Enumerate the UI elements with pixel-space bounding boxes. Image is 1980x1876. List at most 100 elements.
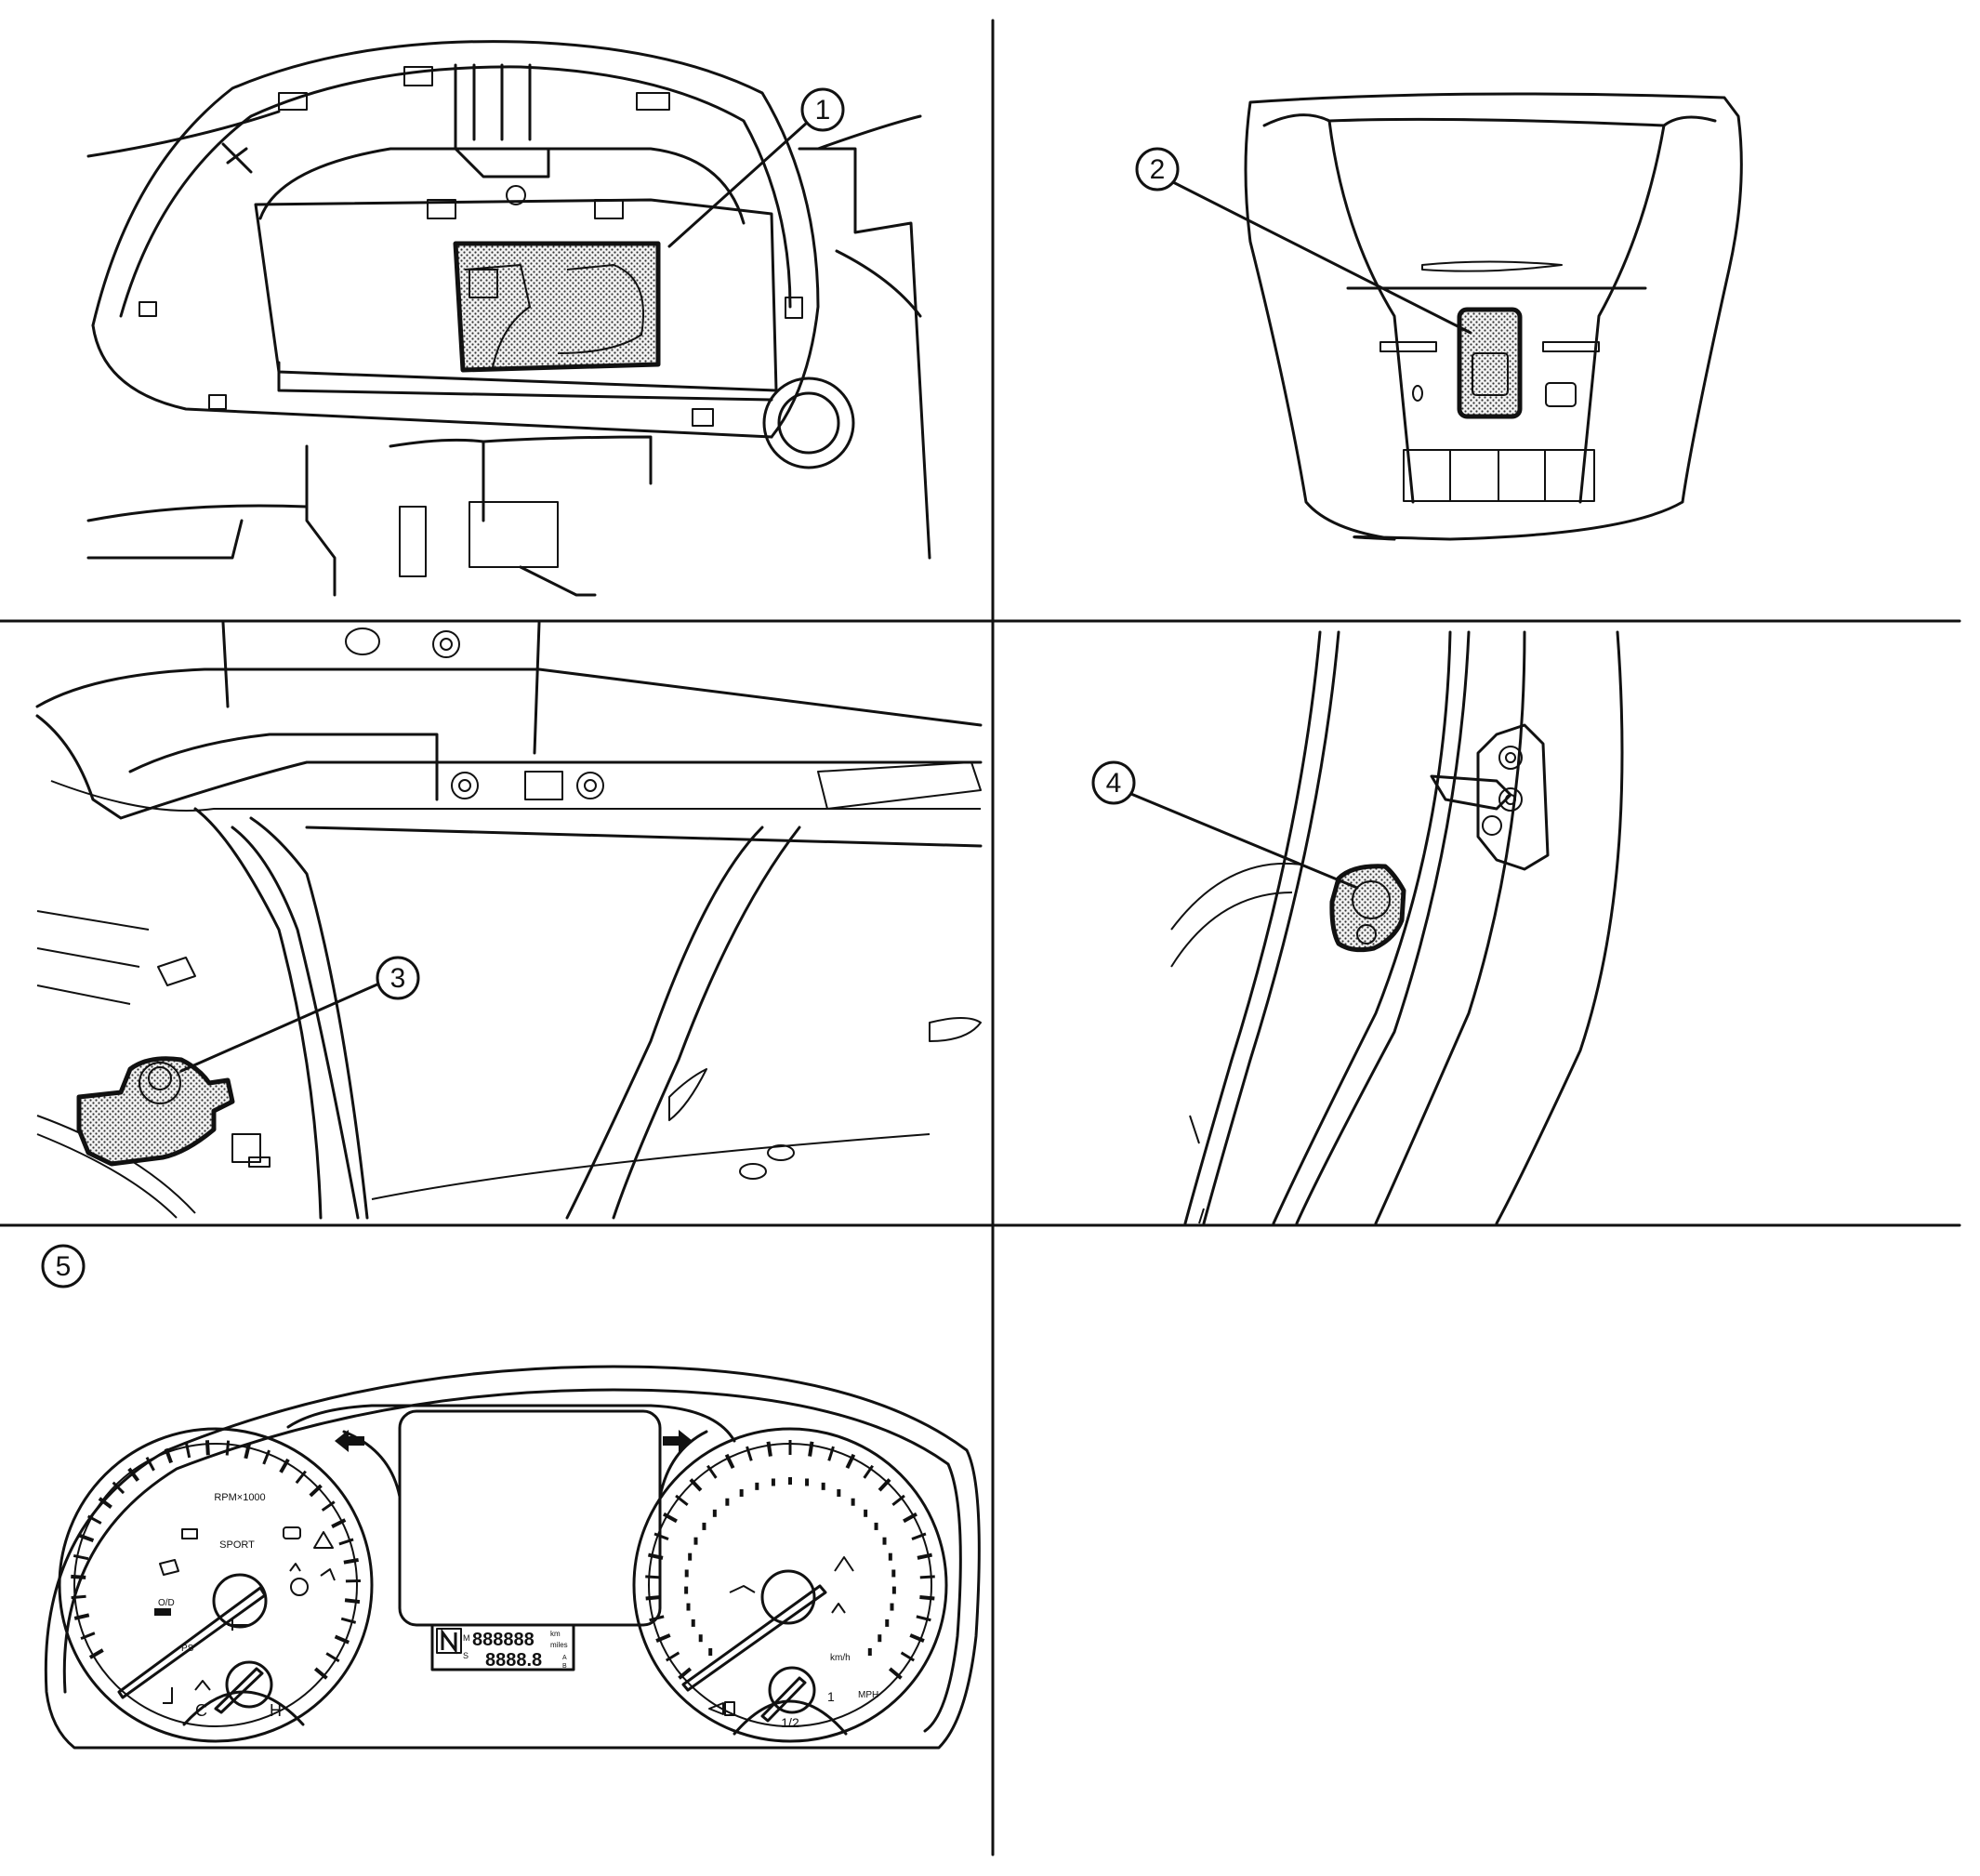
od-off-label: OFF [156, 1610, 169, 1617]
kmh-label: km/h [830, 1653, 851, 1663]
speed-dot [874, 1522, 878, 1530]
gauge-tick [916, 1615, 931, 1622]
svg-text:4: 4 [1106, 768, 1122, 799]
od-label: O/D [158, 1598, 175, 1608]
gauge-tick [145, 1456, 155, 1472]
speed-dot [684, 1569, 689, 1578]
speed-dot [885, 1618, 890, 1627]
gauge-tick [663, 1512, 678, 1524]
gauge-tick [343, 1557, 359, 1565]
speed-dot [821, 1482, 825, 1490]
fuel-arrow-icon [708, 1702, 724, 1715]
speedometer-dots [684, 1477, 896, 1656]
gauge-tick [888, 1667, 903, 1680]
fuel-half-label: 1/2 [781, 1715, 799, 1730]
trip-b-label: B [562, 1663, 567, 1670]
gauge-tick [689, 1478, 703, 1492]
speed-dot [698, 1634, 703, 1643]
fuel-full-label: 1 [827, 1689, 835, 1704]
speed-dot [771, 1478, 775, 1486]
gauge-tick [903, 1512, 917, 1524]
leader-2 [1171, 180, 1472, 335]
leader-4 [1125, 790, 1359, 890]
slip-icon [289, 1563, 301, 1572]
engine-icon [159, 1559, 179, 1576]
panel-4-door-pillar: 4 [1091, 630, 1624, 1225]
speed-dot [693, 1537, 698, 1545]
speed-dot [684, 1586, 689, 1594]
speed-dot [878, 1634, 882, 1643]
gauge-tick [86, 1514, 102, 1525]
gauge-tick [724, 1453, 735, 1470]
sport-indicator: SPORT [219, 1539, 255, 1551]
gauge-tick [917, 1552, 933, 1560]
svg-text:5: 5 [56, 1251, 72, 1282]
speed-hub [760, 1569, 816, 1625]
gauge-tick [71, 1574, 86, 1579]
gauge-tick [205, 1440, 210, 1456]
gauge-tick [127, 1467, 140, 1482]
gauge-tick [645, 1595, 661, 1601]
gauge-tick [655, 1633, 671, 1643]
gauge-tick [340, 1617, 357, 1624]
headlamp-icon [283, 1526, 301, 1539]
sport-mode-label: S [463, 1651, 469, 1660]
module-1-highlight [453, 241, 661, 373]
temp-cold-label: C [195, 1701, 207, 1720]
speaker-inner [777, 391, 840, 455]
speed-dot [725, 1498, 730, 1506]
gauge-tick [80, 1632, 96, 1640]
speed-dot [755, 1482, 759, 1490]
panel-1-dashboard-opening: 1 [86, 40, 931, 597]
gauge-tick [827, 1446, 835, 1461]
speedometer-ticks [645, 1440, 935, 1680]
mph-label: MPH [858, 1690, 878, 1700]
striker [1430, 774, 1512, 811]
gauge-tick [244, 1443, 251, 1460]
callout-5: 5 [41, 1244, 86, 1288]
leader-1 [667, 121, 809, 248]
gauge-tick [309, 1484, 323, 1498]
callout-3: 3 [376, 956, 420, 1000]
speed-dot [686, 1603, 691, 1611]
slip-off-icon [320, 1568, 336, 1581]
gauge-tick [678, 1667, 693, 1680]
panel-5-combination-meter: 5 RPM×1000 SPORT O/D OFF PS C H [41, 1244, 981, 1750]
gauge-tick [313, 1667, 328, 1680]
gauge-tick [88, 1648, 104, 1659]
trip-value: 8888.8 [485, 1650, 542, 1671]
coolant-icon [163, 1687, 173, 1704]
gauge-tick [112, 1481, 125, 1495]
speed-dot [702, 1522, 706, 1530]
gauge-tick [331, 1518, 347, 1528]
gauge-tick [647, 1552, 664, 1560]
fuel-pump-icon [724, 1701, 735, 1716]
svg-text:3: 3 [390, 963, 406, 994]
gauge-tick [334, 1634, 350, 1645]
airbag-icon [834, 1556, 854, 1572]
gauge-tick [863, 1464, 874, 1479]
gauge-tick [225, 1440, 231, 1456]
speed-dot [837, 1488, 841, 1497]
tach-needle [117, 1586, 267, 1699]
callout-2: 2 [1135, 147, 1180, 192]
gauge-tick [71, 1594, 86, 1600]
gauge-tick [653, 1532, 669, 1540]
odometer-display [430, 1623, 575, 1671]
speed-dot [890, 1603, 894, 1611]
callout-4: 4 [1091, 760, 1136, 805]
gauge-tick [321, 1500, 336, 1512]
fuel-gauge-arc [733, 1699, 848, 1736]
speed-dot [708, 1647, 713, 1656]
turn-left-icon [335, 1430, 364, 1452]
gauge-tick [262, 1449, 271, 1465]
temp-hub [225, 1660, 273, 1709]
speed-dot [867, 1647, 872, 1656]
speed-dot [888, 1552, 892, 1561]
speed-dot [805, 1478, 810, 1486]
gauge-tick [78, 1533, 95, 1542]
fuel-hub [768, 1666, 816, 1714]
fog-icon [194, 1680, 211, 1691]
gauge-tick [295, 1470, 307, 1485]
